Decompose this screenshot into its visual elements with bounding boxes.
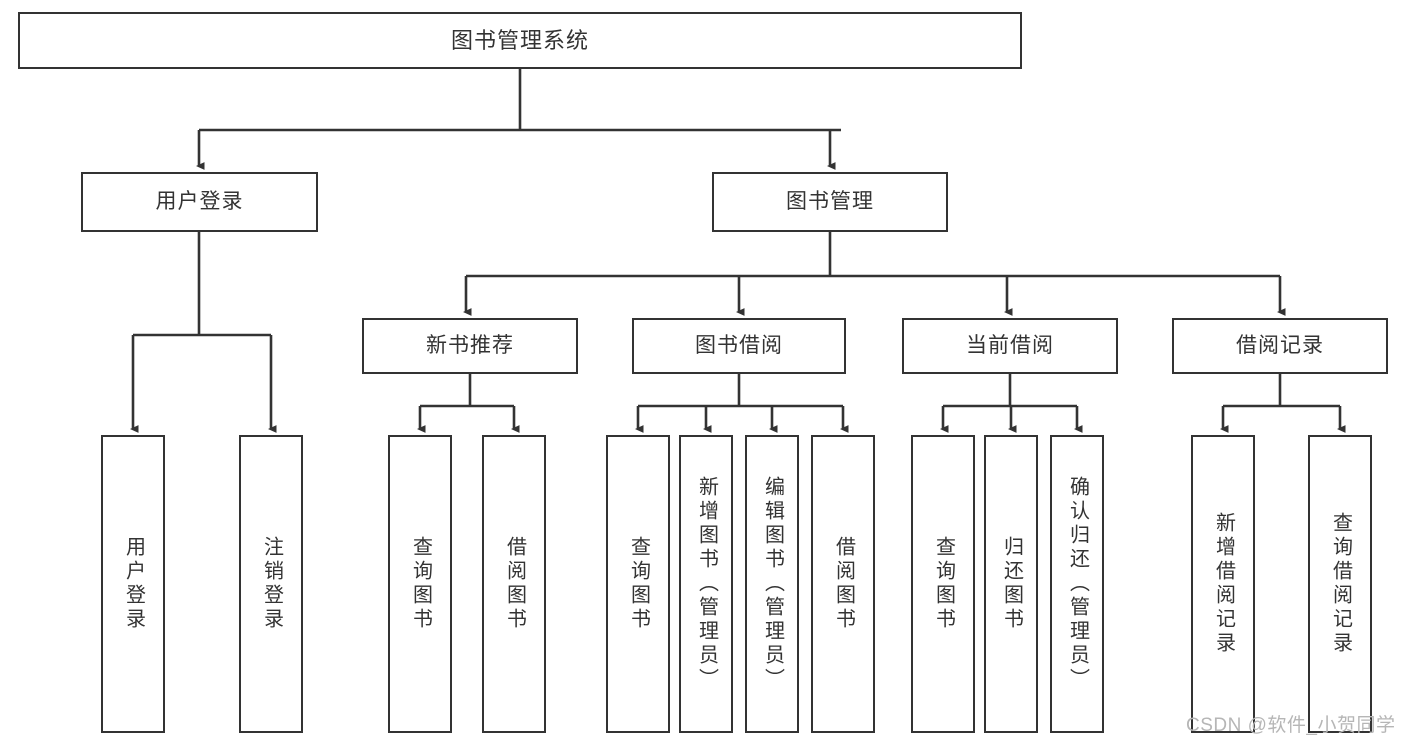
leaf-query-book-borrow[interactable]: 查询图书 bbox=[606, 435, 670, 733]
leaf-query-borrow-record[interactable]: 查询借阅记录 bbox=[1308, 435, 1372, 733]
node-user-login-label: 用户登录 bbox=[155, 189, 244, 213]
leaf-add-borrow-record[interactable]: 新增借阅记录 bbox=[1191, 435, 1255, 733]
leaf-query-book-newbook-label: 查询图书 bbox=[409, 536, 432, 632]
leaf-confirm-return-admin[interactable]: 确认归还（管理员） bbox=[1050, 435, 1104, 733]
leaf-edit-book-admin[interactable]: 编辑图书（管理员） bbox=[745, 435, 799, 733]
node-book-borrow-label: 图书借阅 bbox=[695, 333, 783, 357]
node-new-book-recommend-label: 新书推荐 bbox=[426, 333, 514, 357]
leaf-user-login[interactable]: 用户登录 bbox=[101, 435, 165, 733]
node-current-borrow[interactable]: 当前借阅 bbox=[902, 318, 1118, 374]
leaf-query-book-current-label: 查询图书 bbox=[932, 536, 955, 632]
leaf-add-borrow-record-label: 新增借阅记录 bbox=[1212, 512, 1235, 656]
node-book-borrow[interactable]: 图书借阅 bbox=[632, 318, 846, 374]
node-borrow-record-label: 借阅记录 bbox=[1236, 333, 1324, 357]
node-current-borrow-label: 当前借阅 bbox=[966, 333, 1054, 357]
leaf-borrow-book-newbook-label: 借阅图书 bbox=[503, 536, 526, 632]
node-new-book-recommend[interactable]: 新书推荐 bbox=[362, 318, 578, 374]
leaf-add-book-admin[interactable]: 新增图书（管理员） bbox=[679, 435, 733, 733]
leaf-query-book-borrow-label: 查询图书 bbox=[627, 536, 650, 632]
watermark-text: CSDN @软件_小贺同学 bbox=[1186, 715, 1396, 736]
leaf-return-book-label: 归还图书 bbox=[1000, 536, 1023, 632]
leaf-query-borrow-record-label: 查询借阅记录 bbox=[1329, 512, 1352, 656]
leaf-user-login-label: 用户登录 bbox=[122, 536, 145, 632]
leaf-borrow-book-label: 借阅图书 bbox=[832, 536, 855, 632]
node-root[interactable]: 图书管理系统 bbox=[18, 12, 1022, 69]
leaf-logout[interactable]: 注销登录 bbox=[239, 435, 303, 733]
leaf-borrow-book[interactable]: 借阅图书 bbox=[811, 435, 875, 733]
node-book-management[interactable]: 图书管理 bbox=[712, 172, 948, 232]
leaf-query-book-current[interactable]: 查询图书 bbox=[911, 435, 975, 733]
leaf-borrow-book-newbook[interactable]: 借阅图书 bbox=[482, 435, 546, 733]
node-root-label: 图书管理系统 bbox=[450, 27, 589, 53]
leaf-query-book-newbook[interactable]: 查询图书 bbox=[388, 435, 452, 733]
node-book-management-label: 图书管理 bbox=[786, 189, 874, 213]
leaf-confirm-return-admin-label: 确认归还（管理员） bbox=[1066, 476, 1089, 692]
leaf-logout-label: 注销登录 bbox=[260, 536, 283, 632]
leaf-add-book-admin-label: 新增图书（管理员） bbox=[695, 476, 718, 692]
leaf-edit-book-admin-label: 编辑图书（管理员） bbox=[761, 476, 784, 692]
node-user-login[interactable]: 用户登录 bbox=[81, 172, 318, 232]
leaf-return-book[interactable]: 归还图书 bbox=[984, 435, 1038, 733]
node-borrow-record[interactable]: 借阅记录 bbox=[1172, 318, 1388, 374]
